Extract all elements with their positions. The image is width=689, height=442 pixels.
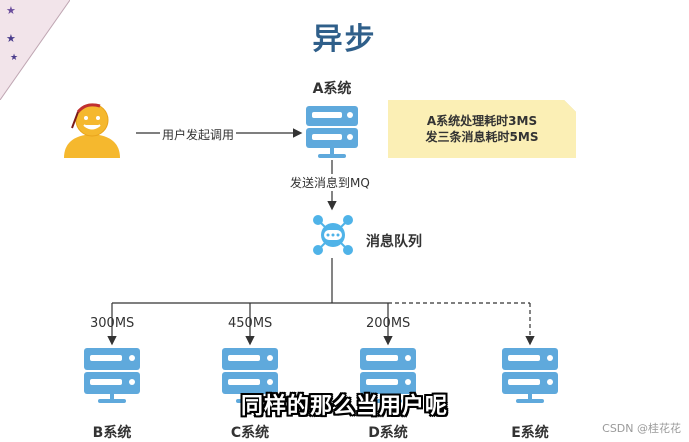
system-a-label: A系统 xyxy=(312,81,352,97)
system-c-label: C系统 xyxy=(230,425,270,441)
send-mq-label: 发送消息到MQ xyxy=(290,174,370,191)
server-icon xyxy=(360,348,416,403)
note-line-2: 发三条消息耗时5MS xyxy=(425,130,539,144)
star-icon: ★ xyxy=(6,32,16,45)
video-subtitle: 同样的那么当用户呢 xyxy=(240,394,448,419)
page-title: 异步 xyxy=(312,22,377,57)
time-label-c: 450MS xyxy=(228,316,273,331)
time-label-b: 300MS xyxy=(90,316,135,331)
server-icon xyxy=(502,348,558,403)
star-icon: ★ xyxy=(6,4,16,17)
user-call-label: 用户发起调用 xyxy=(160,126,237,143)
system-e-label: E系统 xyxy=(511,425,549,441)
message-queue-icon xyxy=(313,215,353,255)
time-label-d: 200MS xyxy=(366,316,411,331)
system-b-label: B系统 xyxy=(92,425,132,441)
system-d-label: D系统 xyxy=(368,425,408,441)
user-avatar-icon xyxy=(64,103,120,158)
note-line-1: A系统处理耗时3MS xyxy=(426,114,538,128)
star-icon: ★ xyxy=(10,53,18,63)
corner-decoration: ★ ★ ★ xyxy=(0,0,70,100)
server-icon xyxy=(84,348,140,403)
watermark: CSDN @桂花花 xyxy=(602,422,681,435)
server-icon xyxy=(222,348,278,403)
timing-note: A系统处理耗时3MS 发三条消息耗时5MS xyxy=(388,100,576,158)
server-icon xyxy=(306,106,358,158)
queue-label: 消息队列 xyxy=(366,234,422,250)
